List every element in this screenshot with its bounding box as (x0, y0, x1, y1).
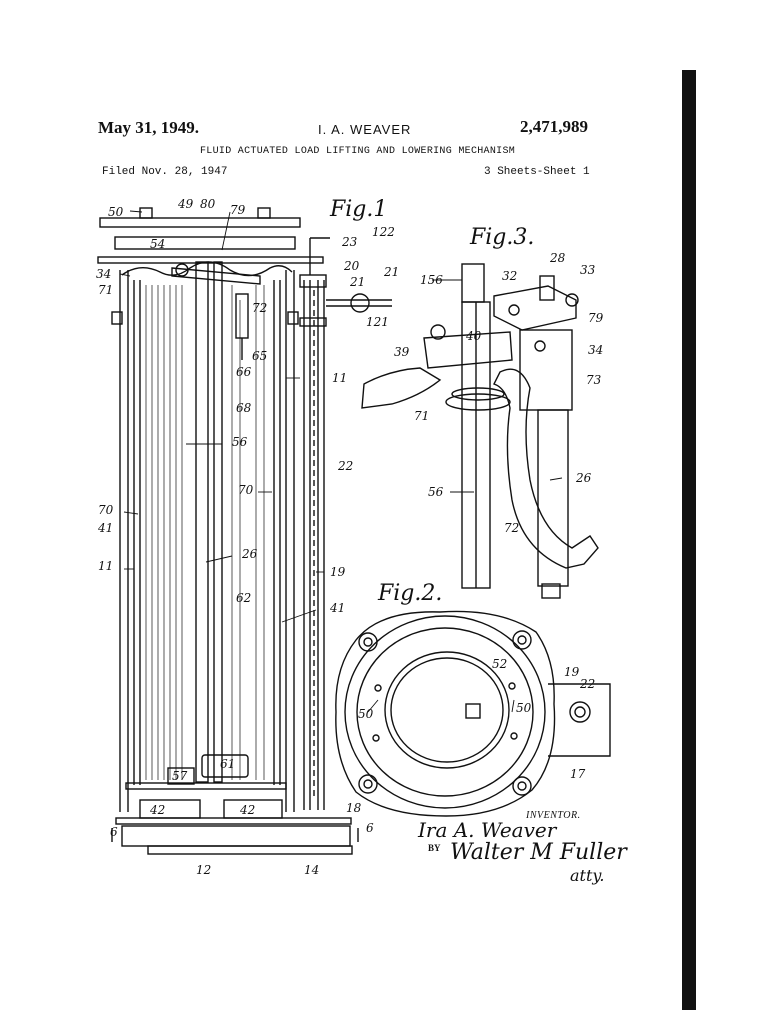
fig1-labels: 50 49 80 79 122 23 54 20 21 21 34 71 72 … (96, 197, 399, 877)
filed-date: Filed Nov. 28, 1947 (102, 166, 228, 178)
patent-number: 2,471,989 (520, 117, 588, 136)
fig3-drawing (361, 263, 599, 599)
ref-label: 32 (502, 269, 517, 283)
fig3-labels: 28 33 156 32 79 40 39 34 73 71 56 26 72 (394, 251, 604, 535)
ref-label: 50 (516, 701, 532, 715)
fig2-title: Fig.2. (377, 581, 442, 606)
patent-title: FLUID ACTUATED LOAD LIFTING AND LOWERING… (200, 146, 516, 157)
ref-label: 21 (349, 275, 365, 289)
ref-label: 26 (241, 547, 258, 561)
ref-label: 6 (366, 821, 374, 835)
ref-label: 80 (200, 197, 216, 211)
patent-date: May 31, 1949. (98, 118, 200, 137)
ref-label: 12 (196, 863, 211, 877)
ref-label: 50 (358, 707, 374, 721)
ref-label: 65 (252, 349, 267, 363)
ref-label: 22 (337, 459, 353, 473)
ref-label: 68 (236, 401, 252, 415)
ref-label: 23 (341, 235, 358, 249)
ref-label: 18 (346, 801, 362, 815)
fig2-drawing (335, 610, 611, 817)
attorney-signature: Walter M Fuller (450, 840, 627, 865)
ref-label: 79 (588, 311, 604, 325)
ref-label: 26 (575, 471, 592, 485)
ref-label: 70 (98, 503, 114, 517)
ref-label: 20 (343, 259, 360, 273)
ref-label: 11 (98, 559, 113, 573)
ref-label: 73 (586, 373, 602, 387)
ref-label: 71 (414, 409, 429, 423)
fig1-drawing (97, 207, 392, 855)
sheet-count: 3 Sheets-Sheet 1 (484, 166, 590, 178)
ref-label: 56 (428, 485, 444, 499)
ref-label: 61 (220, 757, 235, 771)
page-edge-bar (682, 70, 696, 1010)
ref-label: 19 (564, 665, 580, 679)
inventor-name: I. A. WEAVER (318, 122, 412, 137)
ref-label: 17 (570, 767, 586, 781)
ref-label: 19 (330, 565, 346, 579)
ref-label: 21 (383, 265, 399, 279)
ref-label: 79 (230, 203, 246, 217)
ref-label: 71 (98, 283, 113, 297)
ref-label: 122 (372, 225, 395, 239)
ref-label: 22 (579, 677, 595, 691)
fig1-title: Fig.1 (329, 197, 387, 222)
ref-label: 50 (108, 205, 124, 219)
ref-label: 72 (504, 521, 519, 535)
fig2-labels: 52 19 22 50 50 17 (358, 657, 595, 781)
ref-label: 54 (150, 237, 165, 251)
ref-label: 33 (580, 263, 596, 277)
inventor-signature: Ira A. Weaver (418, 818, 557, 842)
ref-label: 42 (239, 803, 255, 817)
ref-label: 34 (588, 343, 603, 357)
ref-label: 28 (549, 251, 566, 265)
fig3-title: Fig.3. (469, 225, 534, 250)
ref-label: 41 (329, 601, 345, 615)
atty-label: atty. (570, 866, 605, 885)
ref-label: 14 (304, 863, 319, 877)
ref-label: 11 (332, 371, 347, 385)
ref-label: 66 (236, 365, 252, 379)
ref-label: 156 (420, 273, 443, 287)
ref-label: 6 (110, 825, 118, 839)
ref-label: 40 (465, 329, 482, 343)
ref-label: 72 (252, 301, 267, 315)
ref-label: 57 (172, 769, 188, 783)
ref-label: 49 (177, 197, 194, 211)
ref-label: 70 (238, 483, 254, 497)
by-label: BY (428, 843, 441, 853)
ref-label: 39 (394, 345, 410, 359)
ref-label: 42 (149, 803, 165, 817)
ref-label: 41 (97, 521, 113, 535)
ref-label: 121 (366, 315, 389, 329)
inventor-label: INVENTOR. (526, 810, 581, 821)
ref-label: 62 (236, 591, 251, 605)
ref-label: 34 (96, 267, 111, 281)
ref-label: 52 (492, 657, 507, 671)
ref-label: 56 (232, 435, 248, 449)
